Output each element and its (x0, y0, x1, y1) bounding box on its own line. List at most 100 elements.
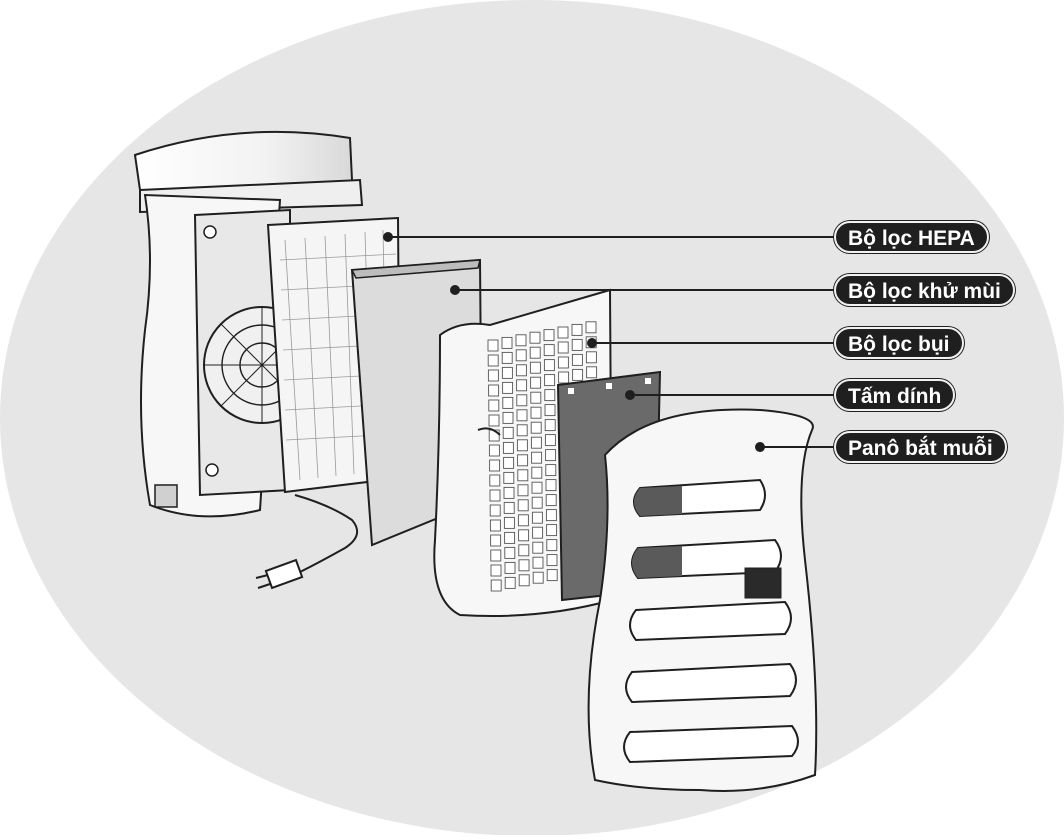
dust-filter-cell (545, 405, 555, 416)
label-salt-panel: Panô bắt muỗi (834, 431, 1007, 463)
label-dust-filter: Bộ lọc bụi (834, 327, 964, 359)
dust-filter-cell (490, 460, 500, 471)
dust-filter-cell (489, 415, 499, 426)
dust-filter-cell (533, 527, 543, 538)
dust-filter-cell (546, 495, 556, 506)
leader-dot-hepa (384, 233, 392, 241)
dust-filter-cell (545, 420, 555, 431)
dust-filter-cell (489, 400, 499, 411)
leader-dot-salt-panel (756, 443, 764, 451)
front-panel (589, 410, 817, 791)
dust-filter-cell (532, 512, 542, 523)
dust-filter-cell (503, 427, 513, 438)
dust-filter-cell (572, 339, 582, 350)
dust-filter-cell (505, 547, 515, 558)
dust-filter-cell (505, 532, 515, 543)
dust-filter-cell (572, 324, 582, 335)
dust-filter-cell (503, 382, 513, 393)
dust-filter-cell (546, 510, 556, 521)
label-hepa-filter: Bộ lọc HEPA (834, 221, 989, 253)
dust-filter-cell (518, 470, 528, 481)
dust-filter-cell (519, 575, 529, 586)
label-adhesive-sheet: Tấm dính (834, 379, 955, 411)
dust-filter-cell (503, 397, 513, 408)
dust-filter-cell (491, 535, 501, 546)
dust-filter-cell (488, 370, 498, 381)
dust-filter-cell (586, 352, 596, 363)
dust-filter-cell (491, 580, 501, 591)
dust-filter-cell (558, 357, 568, 368)
dust-filter-cell (519, 560, 529, 571)
dust-filter-cell (503, 442, 513, 453)
dust-filter-cell (490, 490, 500, 501)
dust-filter-cell (516, 365, 526, 376)
dust-filter-cell (531, 377, 541, 388)
dust-filter-cell (502, 352, 512, 363)
dust-filter-cell (558, 327, 568, 338)
dust-filter-cell (517, 410, 527, 421)
dust-filter-cell (531, 407, 541, 418)
sensor-window (745, 568, 781, 598)
dust-filter-cell (491, 550, 501, 561)
dust-filter-cell (532, 467, 542, 478)
dust-filter-cell (490, 520, 500, 531)
dust-filter-cell (547, 540, 557, 551)
dust-filter-cell (519, 545, 529, 556)
dust-filter-cell (573, 369, 583, 380)
dust-filter-cell (531, 437, 541, 448)
dust-filter-cell (518, 500, 528, 511)
dust-filter-cell (517, 395, 527, 406)
dust-filter-cell (504, 502, 514, 513)
dust-filter-cell (544, 330, 554, 341)
dust-filter-cell (546, 480, 556, 491)
dust-filter-cell (532, 452, 542, 463)
dust-filter-cell (517, 440, 527, 451)
dust-filter-cell (547, 570, 557, 581)
label-deodorizing-filter: Bộ lọc khử mùi (834, 274, 1015, 306)
dust-filter-cell (546, 465, 556, 476)
leader-dot-dust (588, 339, 596, 347)
dust-filter-cell (532, 497, 542, 508)
dust-filter-cell (488, 355, 498, 366)
dust-filter-cell (488, 340, 498, 351)
dust-filter-cell (533, 557, 543, 568)
dust-filter-cell (545, 435, 555, 446)
dust-filter-cell (516, 335, 526, 346)
dust-filter-cell (587, 367, 597, 378)
dust-filter-cell (504, 517, 514, 528)
dust-filter-cell (518, 515, 528, 526)
leader-dot-deodorizing (451, 286, 459, 294)
dust-filter-cell (489, 385, 499, 396)
dust-filter-cell (504, 472, 514, 483)
dust-filter-cell (519, 530, 529, 541)
dust-filter-cell (516, 350, 526, 361)
dust-filter-cell (490, 505, 500, 516)
dust-filter-cell (547, 555, 557, 566)
dust-filter-cell (517, 380, 527, 391)
dust-filter-cell (558, 342, 568, 353)
dust-filter-cell (544, 345, 554, 356)
dust-filter-cell (518, 455, 528, 466)
dust-filter-cell (532, 482, 542, 493)
dust-filter-cell (530, 347, 540, 358)
dust-filter-cell (505, 577, 515, 588)
dust-filter-cell (533, 572, 543, 583)
dust-filter-cell (490, 475, 500, 486)
dust-filter-cell (504, 457, 514, 468)
dust-filter-cell (502, 367, 512, 378)
dust-filter-cell (503, 412, 513, 423)
dust-filter-cell (530, 332, 540, 343)
dust-filter-cell (531, 392, 541, 403)
dust-filter-cell (504, 487, 514, 498)
dust-filter-cell (530, 362, 540, 373)
dust-filter-cell (531, 422, 541, 433)
dust-filter-cell (545, 390, 555, 401)
dust-filter-cell (547, 525, 557, 536)
dust-filter-cell (546, 450, 556, 461)
dust-filter-cell (544, 360, 554, 371)
dust-filter-cell (502, 337, 512, 348)
dust-filter-cell (533, 542, 543, 553)
dust-filter-cell (491, 565, 501, 576)
